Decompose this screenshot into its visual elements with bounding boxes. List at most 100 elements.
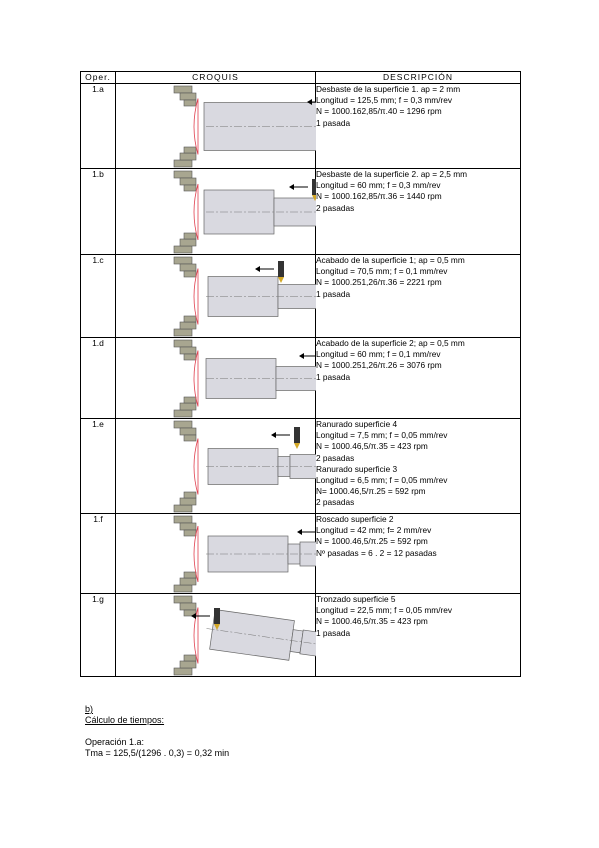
lathe-sketch <box>173 595 316 676</box>
chuck-jaw <box>173 409 193 418</box>
description-line: N = 1000.46,5/π.25 = 592 rpm <box>316 536 428 547</box>
operation-code: 1.c <box>80 254 116 338</box>
description-line: Longitud = 6,5 mm; f = 0,05 mm/rev <box>316 475 448 486</box>
chuck-jaw <box>179 497 197 506</box>
tool-tip <box>312 195 316 201</box>
description-line: Acabado de la superficie 2; ap = 0,5 mm <box>316 338 465 348</box>
chuck-jaw <box>173 328 193 337</box>
stock-outline <box>193 525 199 583</box>
feed-arrowhead <box>297 529 302 535</box>
description-line: Longitud = 60 mm; f = 0,1 mm/rev <box>316 349 441 360</box>
description-line: Longitud = 22,5 mm; f = 0,05 mm/rev <box>316 605 453 616</box>
chuck-jaw <box>183 654 197 662</box>
table-header-row: Oper. CROQUIS DESCRIPCIÓN <box>80 71 521 84</box>
lathe-sketch <box>173 515 316 593</box>
feed-arrowhead <box>307 99 312 105</box>
operation-description: Desbaste de la superficie 2. ap = 2,5 mm… <box>315 168 521 255</box>
chuck-jaw <box>183 99 197 107</box>
description-line: N = 1000.46,5/π.35 = 423 rpm <box>316 616 428 627</box>
feed-arrowhead <box>299 353 304 359</box>
lathe-sketch <box>173 85 316 168</box>
lathe-sketch <box>173 420 316 513</box>
tool-tip <box>214 624 220 630</box>
section-b: b) Cálculo de tiempos: Operación 1.a: Tm… <box>85 704 229 759</box>
chuck-jaw <box>173 339 193 348</box>
stock-outline <box>193 438 199 495</box>
chuck-jaw <box>179 602 197 611</box>
chuck-jaw <box>179 346 197 355</box>
section-b-label: b) <box>85 704 94 714</box>
chuck-jaw <box>173 170 193 179</box>
chuck-jaw <box>183 491 197 499</box>
chuck-jaw <box>179 263 197 272</box>
description-line: Longitud = 60 mm; f = 0,3 mm/rev <box>316 180 441 191</box>
chuck-jaw <box>183 353 197 361</box>
operation-sketch <box>115 513 316 594</box>
description-line: 2 pasadas <box>316 452 355 463</box>
description-line: Longitud = 70,5 mm; f = 0,1 mm/rev <box>316 266 448 277</box>
chuck-jaw <box>179 577 197 586</box>
stock-outline <box>193 183 199 241</box>
description-line: Ranurado superficie 3 <box>316 463 398 474</box>
description-line: N = 1000.162,85/π.36 = 1440 rpm <box>316 191 442 202</box>
description-line: Desbaste de la superficie 2. ap = 2,5 mm <box>316 169 468 179</box>
description-line: Tronzado superficie 5 <box>316 594 396 604</box>
operation-sketch <box>115 254 316 338</box>
chuck-jaw <box>173 595 193 604</box>
description-line: Longitud = 7,5 mm; f = 0,05 mm/rev <box>316 430 448 441</box>
tool-tip <box>278 277 284 283</box>
chuck-jaw <box>179 177 197 186</box>
description-line: Roscado superficie 2 <box>316 514 394 524</box>
stock-outline <box>193 607 199 664</box>
header-descripcion: DESCRIPCIÓN <box>315 71 521 84</box>
chuck-jaw <box>183 571 197 579</box>
operation-sketch <box>115 337 316 419</box>
chuck-jaw <box>173 159 193 168</box>
chuck-jaw <box>173 515 193 524</box>
operation-code: 1.a <box>80 83 116 169</box>
description-line: 2 pasadas <box>316 202 355 213</box>
description-line: Ranurado superficie 4 <box>316 419 398 429</box>
chuck-jaw <box>173 85 193 94</box>
table-row: 1.d Acabado de la superficie 2; ap = 0,5 … <box>80 337 521 419</box>
chuck-jaw <box>179 152 197 161</box>
description-line: Nº pasadas = 6 . 2 = 12 pasadas <box>316 547 437 558</box>
chuck-jaw <box>173 584 193 593</box>
operation-code: 1.b <box>80 168 116 255</box>
description-line: 1 pasada <box>316 288 351 299</box>
chuck-jaw <box>183 232 197 240</box>
chuck-jaw <box>179 427 197 436</box>
cutting-tool <box>312 179 316 195</box>
operation-code: 1.d <box>80 337 116 419</box>
chuck-jaw <box>183 529 197 537</box>
description-line: Acabado de la superficie 1; ap = 0,5 mm <box>316 255 465 265</box>
chuck-jaw <box>183 396 197 404</box>
chuck-jaw <box>179 92 197 101</box>
feed-arrowhead <box>255 266 260 272</box>
description-line: Longitud = 42 mm; f= 2 mm/rev <box>316 525 432 536</box>
stock-outline <box>193 268 199 325</box>
chuck-jaw <box>173 256 193 265</box>
feed-arrowhead <box>191 613 196 619</box>
table-row: 1.b Desbaste de la superficie 2. ap = 2,5… <box>80 168 521 255</box>
operation-code: 1.f <box>80 513 116 594</box>
operation-sketch <box>115 168 316 255</box>
chuck-jaw <box>173 504 193 513</box>
chuck-jaw <box>173 245 193 254</box>
lathe-sketch <box>173 170 316 254</box>
cutting-tool <box>278 261 284 277</box>
description-line: N = 1000.251,26/π.36 = 2221 rpm <box>316 277 442 288</box>
header-oper: Oper. <box>80 71 116 84</box>
chuck-jaw <box>179 660 197 669</box>
chuck-jaw <box>173 667 193 676</box>
chuck-jaw <box>183 146 197 154</box>
chuck-jaw <box>179 522 197 531</box>
description-line: N = 1000.162,85/π.40 = 1296 rpm <box>316 106 442 117</box>
operation-code: 1.g <box>80 593 116 677</box>
